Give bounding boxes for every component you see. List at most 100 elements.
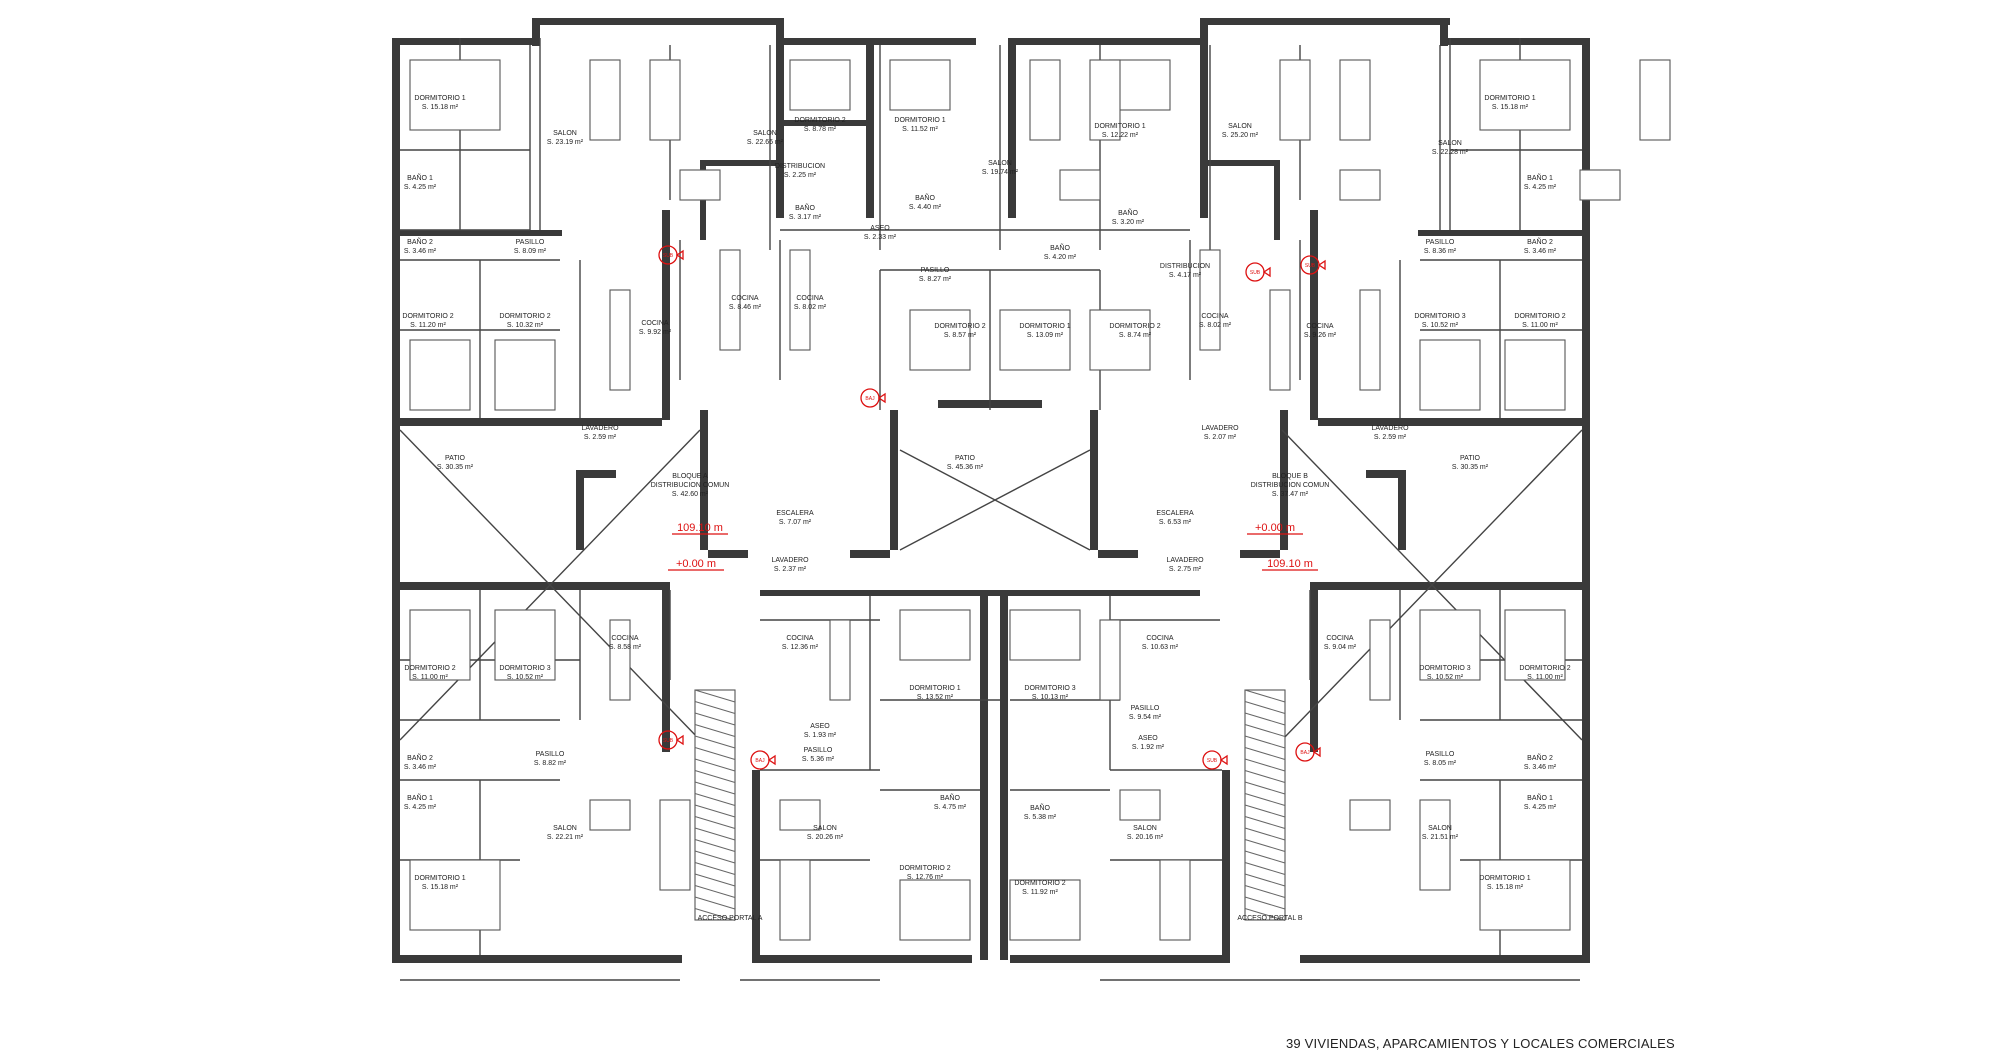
partition-line xyxy=(1281,429,1583,741)
garden-hatch xyxy=(694,701,736,714)
marker-arrow xyxy=(675,249,684,261)
room-area: S. 4.17 m² xyxy=(1169,272,1202,279)
wall-segment xyxy=(662,210,670,420)
wall-segment xyxy=(1582,426,1590,584)
furniture-piece xyxy=(1349,799,1391,831)
room-label: BAÑO 1 xyxy=(1527,173,1553,182)
garden-hatch xyxy=(694,885,736,898)
furniture-piece xyxy=(899,609,971,661)
marker-text: SUB xyxy=(1250,270,1261,276)
wall-segment xyxy=(392,582,662,590)
wall-segment xyxy=(866,38,874,218)
garden-hatch xyxy=(1244,689,1286,703)
room-label: SALON xyxy=(813,825,837,832)
room-area: S. 3.46 m² xyxy=(404,764,437,771)
marker-text: BAJ xyxy=(755,758,765,764)
furniture-piece xyxy=(1029,59,1061,141)
furniture-piece xyxy=(494,609,556,681)
room-label: DORMITORIO 1 xyxy=(1484,95,1535,102)
wall-segment xyxy=(532,18,540,46)
room-area: S. 2.59 m² xyxy=(584,434,617,441)
walls xyxy=(392,18,1590,963)
room-label: COCINA xyxy=(641,320,669,327)
furniture-piece xyxy=(1504,339,1566,411)
room-area: DISTRIBUCION COMUN xyxy=(651,482,730,489)
furniture-piece xyxy=(694,689,736,921)
room-label: SALON xyxy=(553,825,577,832)
room-label: DORMITORIO 2 xyxy=(1514,313,1565,320)
room-label: BAÑO 1 xyxy=(407,173,433,182)
furniture-piece xyxy=(889,59,951,111)
furniture-piece xyxy=(909,309,971,371)
room-label: SALON xyxy=(553,130,577,137)
room-label: DORMITORIO 1 xyxy=(894,117,945,124)
wall-segment xyxy=(392,38,540,45)
garden-hatch xyxy=(694,747,736,760)
room-area: DISTRIBUCION COMUN xyxy=(1251,482,1330,489)
garden-hatch xyxy=(694,873,736,887)
wall-segment xyxy=(662,582,670,752)
room-area: S. 8.57 m² xyxy=(944,332,977,339)
room-label: DORMITORIO 2 xyxy=(404,665,455,672)
room-label: DORMITORIO 3 xyxy=(499,665,550,672)
room-area: S. 13.52 m² xyxy=(917,694,954,701)
furniture-piece xyxy=(1359,289,1381,391)
wall-segment xyxy=(1418,230,1590,236)
room-label: PASILLO xyxy=(804,747,833,754)
room-label: BLOQUE A xyxy=(672,473,708,480)
room-label: BAÑO xyxy=(1030,803,1050,812)
room-area: S. 8.02 m² xyxy=(1199,322,1232,329)
furniture-piece xyxy=(999,309,1071,371)
room-area: S. 30.35 m² xyxy=(437,464,474,471)
garden-hatch xyxy=(694,896,736,910)
room-area: S. 1.92 m² xyxy=(1132,744,1165,751)
room-label: BAÑO 2 xyxy=(407,237,433,246)
room-label: COCINA xyxy=(1326,635,1354,642)
room-area: S. 9.26 m² xyxy=(1304,332,1337,339)
garden-hatch xyxy=(694,758,736,772)
room-label: S. 42.60 m² xyxy=(672,491,709,498)
room-label: BAÑO xyxy=(915,193,935,202)
room-label: ASEO xyxy=(810,723,830,730)
wall-segment xyxy=(1280,410,1288,550)
furniture-piece xyxy=(409,859,501,931)
room-label: LAVADERO xyxy=(1201,425,1239,432)
furniture-piece xyxy=(719,249,741,351)
room-label: COCINA xyxy=(1201,313,1229,320)
room-area: S. 10.32 m² xyxy=(507,322,544,329)
room-area: S. 9.04 m² xyxy=(1324,644,1357,651)
garden-hatch xyxy=(1244,862,1286,875)
room-area: S. 11.92 m² xyxy=(1022,889,1058,896)
furniture-piece xyxy=(1639,59,1671,141)
furniture-piece xyxy=(1279,59,1311,141)
room-area: S. 10.13 m² xyxy=(1032,694,1069,701)
wall-segment xyxy=(1310,582,1318,752)
room-label: PASILLO xyxy=(1426,239,1455,246)
garden-hatch xyxy=(694,816,736,829)
room-area: S. 13.09 m² xyxy=(1027,332,1064,339)
garden-hatch xyxy=(1244,701,1286,714)
wall-segment xyxy=(576,470,584,550)
garden-hatch xyxy=(1244,850,1286,864)
room-label: LAVADERO xyxy=(771,557,809,564)
marker-arrow xyxy=(1312,746,1321,758)
room-area: S. 22.66 m² xyxy=(747,139,784,146)
room-area: S. 10.52 m² xyxy=(1427,674,1464,681)
level-mark: +0.00 m xyxy=(676,558,716,570)
furniture-piece xyxy=(1339,169,1381,201)
furniture-piece xyxy=(1244,689,1286,921)
furniture-piece xyxy=(1419,339,1481,411)
room-label: PASILLO xyxy=(516,239,545,246)
marker-arrow xyxy=(675,734,684,746)
garden-hatch xyxy=(1244,724,1286,737)
wall-segment xyxy=(392,426,400,584)
garden-hatch xyxy=(694,793,736,806)
room-label: DORMITORIO 2 xyxy=(499,313,550,320)
room-area: S. 4.25 m² xyxy=(1524,184,1557,191)
wall-segment xyxy=(760,590,1200,596)
room-area: S. 4.20 m² xyxy=(1044,254,1077,261)
room-area: S. 2.33 m² xyxy=(864,234,897,241)
room-area: S. 3.20 m² xyxy=(1112,219,1145,226)
wall-segment xyxy=(850,550,890,558)
plan-caption: 39 VIVIENDAS, APARCAMIENTOS Y LOCALES CO… xyxy=(1286,1036,1675,1051)
